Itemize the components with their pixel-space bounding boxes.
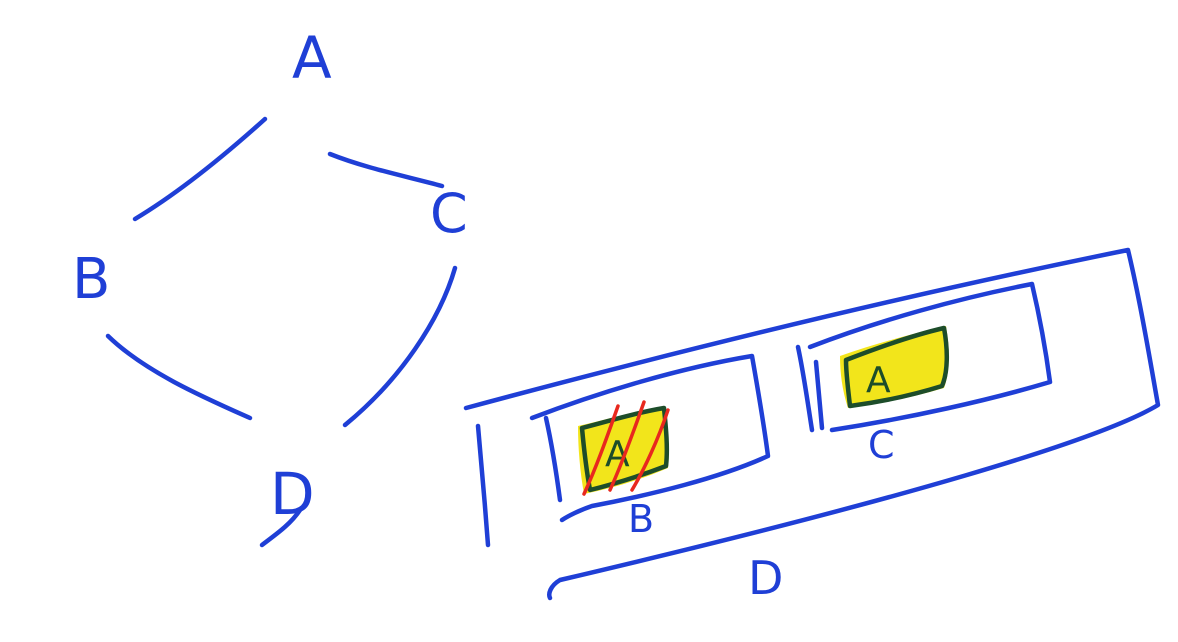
node-label-c: C [430,182,468,245]
edge-c-d [342,265,458,428]
strike-line-1 [582,404,620,496]
left-box-b [529,353,771,523]
inner-label-a-right: A [866,360,891,401]
outer-box-d [463,247,1161,601]
nested-layout-diagram: A A B C D [463,247,1161,605]
inner-box-a-left [579,405,670,493]
inner-box-a-right [843,325,949,409]
outer-box-label-d: D [748,551,783,605]
edge-b-d [105,333,253,421]
edge-a-b [132,116,268,222]
right-box-label-c: C [868,423,895,467]
right-box-c-left-edge [795,344,815,433]
strike-line-3 [630,408,670,492]
edge-a-c [327,151,445,189]
right-box-c-left-edge-2 [813,359,825,431]
outer-box-d-left-edge [475,423,491,548]
highlight-right-a [840,326,949,408]
node-label-b: B [72,247,110,312]
right-box-c [807,281,1053,433]
strike-line-2 [608,400,646,492]
left-box-b-left-edge [543,415,563,503]
node-label-a: A [292,24,332,92]
node-d-tail-stroke [259,507,303,548]
left-box-label-b: B [628,497,654,541]
graph-diagram: A B C D [72,24,468,548]
